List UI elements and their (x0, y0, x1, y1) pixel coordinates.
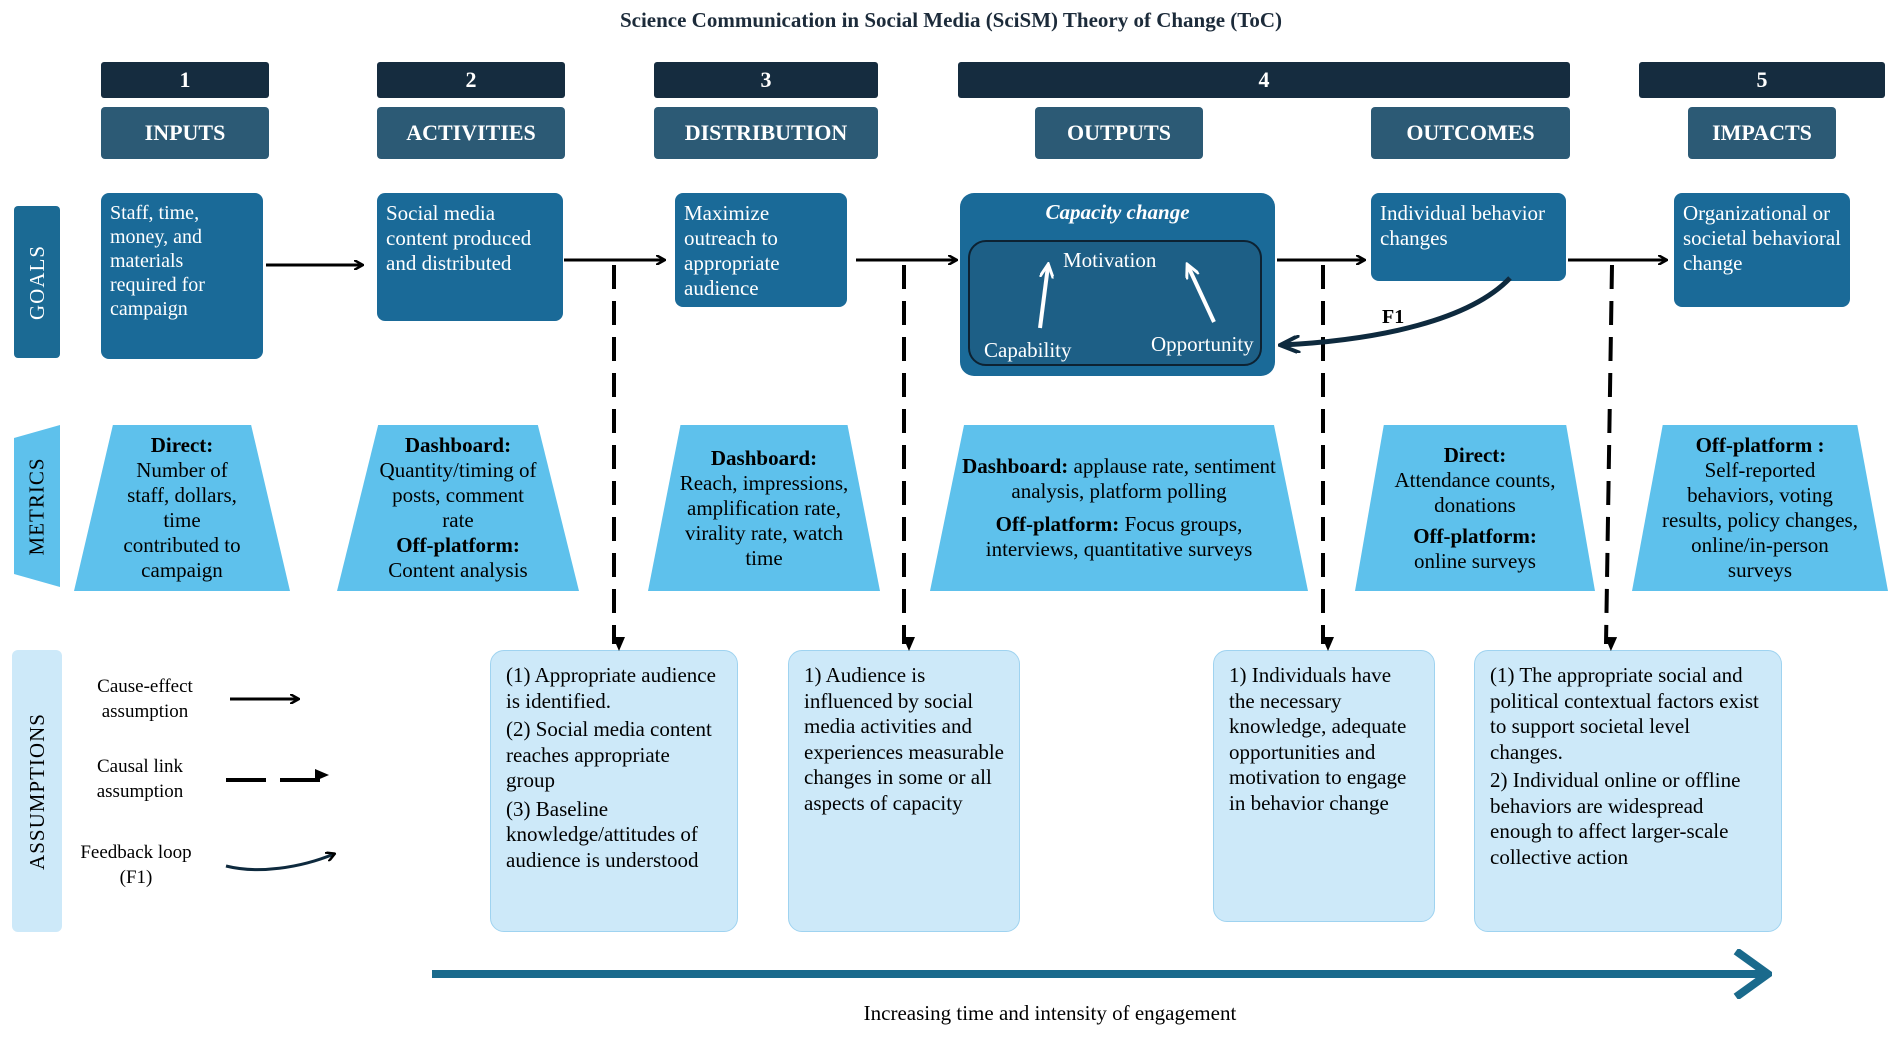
causal-link-arrow (1604, 264, 1618, 652)
capability-to-motivation-arrow (1038, 266, 1048, 329)
metric-activities-heading: Dashboard: (404, 433, 512, 457)
metric-outputs-heading: Dashboard: (962, 454, 1069, 478)
header-outputs: OUTPUTS (1035, 107, 1203, 159)
opportunity-to-motivation-arrow (1188, 266, 1216, 323)
metric-inputs-text: Number of staff, dollars, time contribut… (123, 458, 241, 582)
metric-outputs-text: applause rate, sentiment analysis, platf… (1011, 454, 1276, 503)
metric-activities-heading-2: Off-platform: (396, 533, 520, 557)
metric-activities: Dashboard: Quantity/timing of posts, com… (337, 425, 579, 591)
assumption-1-item: (2) Social media content reaches appropr… (506, 717, 712, 792)
capacity-capability-label: Capability (984, 338, 1072, 362)
metric-distribution: Dashboard: Reach, impressions, amplifica… (648, 425, 880, 591)
assumption-2-item: 1) Audience is influenced by social medi… (804, 663, 1004, 815)
goal-distribution: Maximize outreach to appropriate audienc… (675, 193, 847, 307)
metric-activities-text-2: Content analysis (388, 558, 528, 582)
legend-cause-effect-label: Cause-effect assumption (97, 676, 193, 722)
capacity-inner-box (968, 240, 1262, 366)
engagement-axis-label: Increasing time and intensity of engagem… (863, 1001, 1237, 1025)
legend-causal-link-label: Causal link assumption (96, 756, 184, 802)
stage-number-4: 4 (958, 62, 1570, 98)
feedback-loop-arrow (1282, 276, 1512, 345)
metric-inputs: Direct: Number of staff, dollars, time c… (74, 425, 290, 591)
metric-impacts-text: Self-reported behaviors, voting results,… (1662, 458, 1858, 582)
assumption-box-3: 1) Individuals have the necessary knowle… (1213, 650, 1435, 922)
row-label-assumptions: ASSUMPTIONS (12, 650, 62, 932)
metric-outputs-text-2: Focus groups, interviews, quantitative s… (985, 512, 1253, 561)
legend-feedback-arrow-icon (225, 854, 334, 872)
header-activities: ACTIVITIES (377, 107, 565, 159)
capacity-opportunity-label: Opportunity (1151, 332, 1254, 356)
assumption-4-item: 2) Individual online or offline behavior… (1490, 768, 1741, 869)
metric-outcomes: Direct: Attendance counts, donations Off… (1355, 425, 1595, 591)
feedback-loop-label: F1 (1382, 306, 1405, 328)
metric-distribution-text: Reach, impressions, amplification rate, … (679, 470, 849, 570)
stage-number-2: 2 (377, 62, 565, 98)
assumption-box-4: (1) The appropriate social and political… (1474, 650, 1782, 932)
assumption-3-item: 1) Individuals have the necessary knowle… (1229, 663, 1407, 815)
metric-outputs-line-1: Dashboard: applause rate, sentiment anal… (958, 454, 1280, 504)
metric-impacts-heading: Off-platform : (1695, 433, 1825, 457)
goal-impacts: Organizational or societal behavioral ch… (1674, 193, 1850, 307)
metric-outputs-heading-2: Off-platform: (995, 512, 1120, 536)
metric-outputs-line-2: Off-platform: Focus groups, interviews, … (958, 512, 1280, 562)
metric-distribution-heading: Dashboard: (710, 445, 818, 470)
metric-inputs-heading: Direct: (150, 433, 214, 457)
assumption-box-2: 1) Audience is influenced by social medi… (788, 650, 1020, 932)
assumption-1-item: (1) Appropriate audience is identified. (506, 663, 716, 713)
row-label-goals: GOALS (14, 206, 60, 358)
goal-outcomes: Individual behavior changes (1371, 193, 1566, 281)
diagram-title: Science Communication in Social Media (S… (619, 8, 1283, 32)
metric-outcomes-text: Attendance counts, donations (1394, 467, 1556, 517)
capacity-change-title: Capacity change (1045, 200, 1190, 224)
assumption-box-1: (1) Appropriate audience is identified. … (490, 650, 738, 932)
assumption-1-item: (3) Baseline knowledge/attitudes of audi… (506, 796, 699, 872)
header-distribution: DISTRIBUTION (654, 107, 878, 159)
metric-activities-text: Quantity/timing of posts, comment rate (379, 458, 537, 532)
stage-number-3: 3 (654, 62, 878, 98)
metric-outcomes-text-2: online surveys (1414, 548, 1536, 573)
metric-outputs: Dashboard: applause rate, sentiment anal… (930, 425, 1308, 591)
header-outcomes: OUTCOMES (1371, 107, 1570, 159)
goal-inputs: Staff, time, money, and materials requir… (101, 193, 263, 359)
legend-feedback-label: Feedback loop (F1) (80, 842, 192, 888)
metric-outcomes-heading-2: Off-platform: (1413, 523, 1537, 548)
assumption-4-item: (1) The appropriate social and political… (1490, 663, 1759, 764)
header-inputs: INPUTS (101, 107, 269, 159)
capacity-motivation-label: Motivation (1063, 248, 1157, 272)
metric-impacts: Off-platform : Self-reported behaviors, … (1632, 425, 1888, 591)
goal-activities: Social media content produced and distri… (377, 193, 563, 321)
stage-number-5: 5 (1639, 62, 1885, 98)
header-impacts: IMPACTS (1688, 107, 1836, 159)
stage-number-1: 1 (101, 62, 269, 98)
row-label-metrics: METRICS (14, 425, 60, 587)
metric-outcomes-heading: Direct: (1443, 442, 1507, 467)
